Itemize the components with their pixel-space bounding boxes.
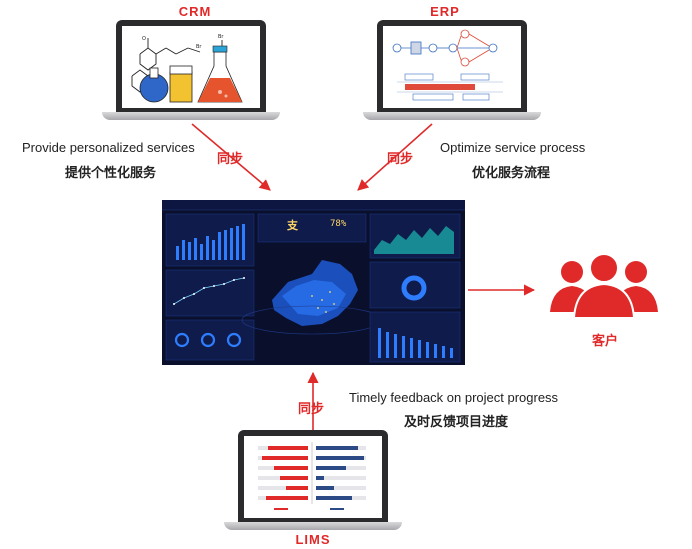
dashboard-screen: 支 78% bbox=[162, 200, 465, 365]
sync-label-lims: 同步 bbox=[298, 402, 325, 417]
process-flow-illustration bbox=[392, 29, 503, 101]
sync-label-crm: 同步 bbox=[217, 152, 244, 167]
chemistry-illustration: O Br Br bbox=[131, 34, 243, 103]
lims-caption-zh: 及时反馈项目进度 bbox=[404, 415, 509, 430]
dashboard-center-percent: 78% bbox=[330, 219, 347, 229]
crm-caption-zh: 提供个性化服务 bbox=[65, 166, 157, 181]
progress-bars-illustration bbox=[258, 442, 366, 510]
lims-screen bbox=[244, 436, 382, 518]
crm-caption-en: Provide personalized services bbox=[22, 140, 195, 155]
crm-laptop: O Br Br bbox=[102, 20, 282, 120]
lims-laptop bbox=[224, 430, 404, 530]
customer-group-icon bbox=[550, 253, 658, 319]
erp-caption-en: Optimize service process bbox=[440, 140, 586, 155]
crm-label: CRM bbox=[178, 4, 212, 19]
lims-label: LIMS bbox=[295, 532, 331, 547]
sync-label-erp: 同步 bbox=[387, 152, 414, 167]
svg-text:Br: Br bbox=[196, 44, 202, 50]
customer-label: 客户 bbox=[592, 334, 619, 349]
lims-caption-en: Timely feedback on project progress bbox=[349, 390, 559, 405]
dashboard-center-char: 支 bbox=[287, 219, 298, 232]
arrow-crm-to-dashboard bbox=[191, 123, 271, 191]
dashboard-graphics bbox=[162, 200, 465, 363]
erp-screen bbox=[383, 26, 521, 108]
erp-caption-zh: 优化服务流程 bbox=[472, 166, 551, 181]
svg-text:Br: Br bbox=[218, 34, 224, 40]
arrow-erp-to-dashboard bbox=[357, 123, 433, 191]
crm-screen: O Br Br bbox=[122, 26, 260, 108]
erp-laptop bbox=[363, 20, 543, 120]
svg-text:O: O bbox=[142, 36, 146, 42]
erp-label: ERP bbox=[430, 4, 460, 19]
